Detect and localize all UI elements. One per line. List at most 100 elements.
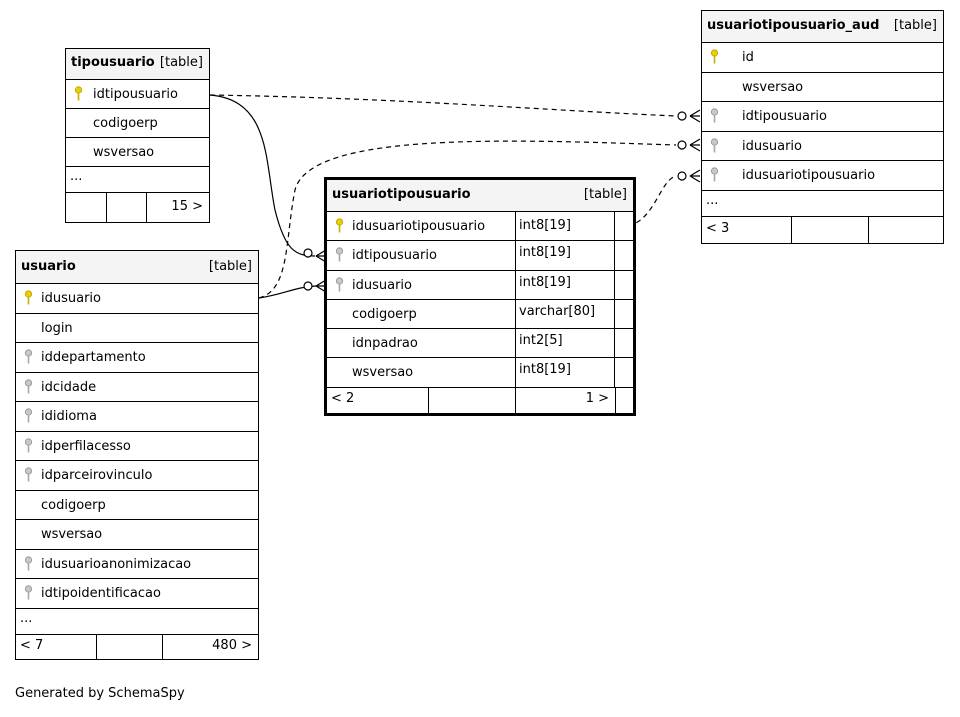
foreign-key-icon <box>335 247 344 262</box>
column-name: ididioma <box>41 409 97 424</box>
table-row[interactable]: idnpadrao int2[5] <box>327 329 633 359</box>
column-name: idusuario <box>352 277 412 293</box>
more-columns-ellipsis: ... <box>70 169 83 184</box>
table-row[interactable]: idparceirovinculo <box>16 461 258 491</box>
column-name: wsversao <box>41 527 103 542</box>
table-row[interactable]: iddepartamento <box>16 343 258 373</box>
table-row[interactable]: login <box>16 314 258 343</box>
footer-left-count[interactable]: < 2 <box>331 390 355 406</box>
table-row[interactable]: idtipoidentificacao <box>16 579 258 609</box>
column-name: iddepartamento <box>41 350 146 365</box>
edge-zero-marker <box>677 140 687 150</box>
column-name: idusuario <box>742 138 802 154</box>
primary-key-icon <box>710 49 719 64</box>
column-spacer <box>614 329 633 358</box>
footer-right-count[interactable]: 15 > <box>171 199 203 214</box>
table-row[interactable]: wsversao <box>702 73 943 102</box>
foreign-key-icon <box>24 556 33 571</box>
column-name: codigoerp <box>352 306 417 322</box>
table-type: [table] <box>208 259 252 274</box>
column-name: wsversao <box>742 79 804 95</box>
table-row[interactable]: idcidade <box>16 373 258 402</box>
edge-usuario-aud <box>258 140 677 299</box>
column-spacer <box>614 270 633 299</box>
table-name: tipousuario <box>71 55 155 70</box>
foreign-key-icon <box>710 167 719 182</box>
edge-tipousuario-aud <box>209 94 677 117</box>
more-columns[interactable]: ... <box>16 609 258 635</box>
foreign-key-icon <box>24 585 33 600</box>
table-row[interactable]: idtipousuario <box>702 102 943 132</box>
column-name: idtipoidentificacao <box>41 586 161 601</box>
table-row[interactable]: codigoerp varchar[80] <box>327 299 633 330</box>
table-row[interactable]: wsversao <box>66 138 209 167</box>
edge-crowfoot <box>689 138 701 152</box>
column-type: varchar[80] <box>515 299 616 329</box>
table-row[interactable]: wsversao int8[19] <box>327 358 633 388</box>
footer-divider <box>791 216 792 244</box>
column-name: idnpadrao <box>352 336 418 352</box>
table-name: usuario <box>21 259 76 274</box>
table-row[interactable]: idperfilacesso <box>16 432 258 461</box>
column-spacer <box>614 358 633 387</box>
column-spacer <box>614 241 633 270</box>
edge-crowfoot <box>689 169 701 183</box>
table-header: tipousuario [table] <box>66 49 209 80</box>
footer-divider <box>96 634 97 659</box>
table-row[interactable]: idusuario <box>16 284 258 314</box>
column-name: idparceirovinculo <box>41 468 153 483</box>
table-row[interactable]: idusuariotipousuario int8[19] <box>327 212 633 242</box>
footer-left-count[interactable]: < 7 <box>20 637 44 653</box>
table-row[interactable]: idusuariotipousuario <box>702 161 943 191</box>
table-name: usuariotipousuario_aud <box>707 18 880 33</box>
table-row[interactable]: idusuario int8[19] <box>327 270 633 300</box>
edge-usuariotipousuario-aud <box>627 175 677 227</box>
column-name: codigoerp <box>93 116 158 131</box>
more-columns[interactable]: ... <box>66 167 209 193</box>
footer-divider <box>615 387 616 414</box>
table-row[interactable]: idtipousuario <box>66 80 209 109</box>
column-name: idtipousuario <box>742 109 827 124</box>
table-type: [table] <box>159 55 203 70</box>
table-footer: 15 > <box>66 193 209 222</box>
table-header: usuario [table] <box>16 251 258 284</box>
more-columns[interactable]: ... <box>702 191 943 217</box>
column-name: idtipousuario <box>352 248 437 264</box>
column-spacer <box>614 299 633 329</box>
footer-right-count[interactable]: 480 > <box>212 637 252 653</box>
column-type: int8[19] <box>515 212 616 241</box>
table-footer: < 2 1 > <box>327 387 633 414</box>
foreign-key-icon <box>24 379 33 394</box>
footer-right-count[interactable]: 1 > <box>585 390 609 406</box>
footer-divider <box>162 634 163 659</box>
column-name: wsversao <box>93 145 155 160</box>
table-row[interactable]: wsversao <box>16 520 258 550</box>
primary-key-icon <box>74 86 83 101</box>
footer-divider <box>515 387 516 414</box>
table-row[interactable]: idusuarioanonimizacao <box>16 550 258 579</box>
table-usuario[interactable]: usuario [table] idusuario login iddepart… <box>15 250 259 660</box>
table-row[interactable]: ididioma <box>16 402 258 432</box>
foreign-key-icon <box>710 138 719 153</box>
table-row[interactable]: codigoerp <box>16 491 258 520</box>
primary-key-icon <box>335 218 344 233</box>
table-usuariotipousuario-aud[interactable]: usuariotipousuario_aud [table] id wsvers… <box>701 10 944 244</box>
table-row[interactable]: id <box>702 43 943 73</box>
table-row[interactable]: idusuario <box>702 132 943 161</box>
table-usuariotipousuario[interactable]: usuariotipousuario [table] idusuariotipo… <box>324 177 636 416</box>
column-type: int8[19] <box>515 241 616 270</box>
footer-left-count[interactable]: < 3 <box>706 220 730 236</box>
table-row[interactable]: idtipousuario int8[19] <box>327 241 633 271</box>
table-name: usuariotipousuario <box>332 187 471 202</box>
table-row[interactable]: codigoerp <box>66 109 209 138</box>
edge-zero-marker <box>303 248 313 258</box>
foreign-key-icon <box>24 349 33 364</box>
foreign-key-icon <box>24 467 33 482</box>
column-name: idusuariotipousuario <box>352 219 486 234</box>
foreign-key-icon <box>335 277 344 292</box>
column-name: codigoerp <box>41 497 106 513</box>
foreign-key-icon <box>24 408 33 423</box>
more-columns-ellipsis: ... <box>20 610 33 626</box>
table-tipousuario[interactable]: tipousuario [table] idtipousuario codigo… <box>65 48 210 223</box>
